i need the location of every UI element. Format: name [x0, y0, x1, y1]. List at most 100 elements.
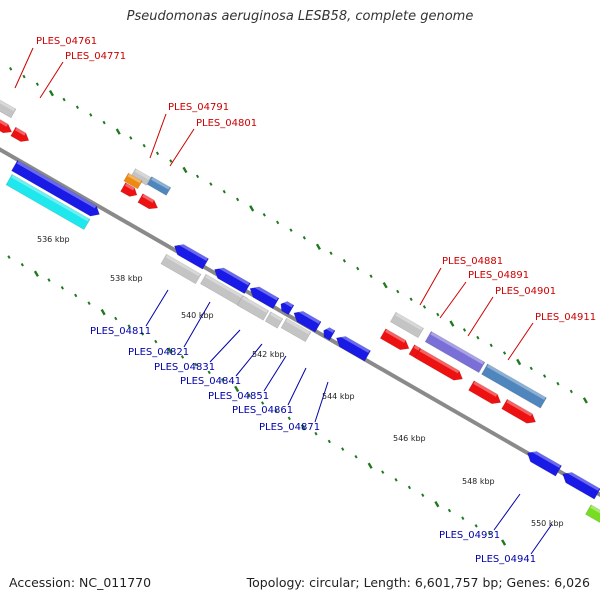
gene-feature-red[interactable]	[414, 347, 466, 383]
tick-mark	[234, 385, 240, 393]
gene-feature-steel[interactable]	[146, 176, 172, 196]
gene-label-forward[interactable]: PLES_04801	[196, 118, 257, 129]
gene-feature-blue[interactable]	[171, 241, 210, 270]
tick-mark	[381, 470, 385, 474]
scale-label: 540 kbp	[181, 311, 214, 320]
gene-label-forward[interactable]: PLES_04791	[168, 102, 229, 113]
label-leader-line	[467, 296, 494, 337]
gene-feature-blue[interactable]	[278, 299, 295, 316]
tick-mark	[356, 266, 360, 271]
tick-mark	[247, 393, 251, 398]
tick-mark	[155, 151, 160, 156]
tick-mark	[60, 285, 64, 290]
gene-labels: PLES_04761PLES_04771PLES_04791PLES_04801…	[36, 36, 596, 565]
tick-mark	[169, 159, 173, 163]
map-title: Pseudomonas aeruginosa LESB58, complete …	[126, 9, 474, 24]
gene-label-reverse[interactable]: PLES_04831	[154, 362, 215, 373]
tick-mark	[74, 293, 78, 298]
tick-mark	[369, 274, 373, 279]
tick-mark	[287, 416, 291, 421]
gene-label-forward[interactable]: PLES_04911	[535, 312, 596, 323]
tick-mark	[354, 454, 358, 459]
gene-feature-blue[interactable]	[321, 326, 336, 341]
gene-feature-red[interactable]	[501, 398, 539, 426]
gene-feature-blue[interactable]	[291, 308, 322, 333]
gene-label-reverse[interactable]: PLES_04931	[439, 530, 500, 541]
tick-mark	[33, 270, 39, 277]
gene-feature-gray[interactable]	[130, 168, 152, 186]
gene-label-reverse[interactable]: PLES_04941	[475, 554, 536, 565]
gene-feature-blue[interactable]	[524, 448, 563, 477]
gene-label-reverse[interactable]: PLES_04821	[128, 347, 189, 358]
gene-feature-gray[interactable]	[389, 311, 425, 339]
gene-feature-green[interactable]	[585, 504, 600, 524]
scale-label: 544 kbp	[322, 392, 355, 401]
tick-mark	[87, 301, 91, 305]
gene-feature-orange[interactable]	[123, 172, 143, 190]
tick-mark	[314, 431, 318, 436]
tick-marks	[7, 67, 588, 546]
label-leader-line	[209, 329, 241, 363]
gene-feature-gray[interactable]	[280, 317, 312, 343]
tick-mark	[115, 128, 121, 135]
tick-mark	[222, 189, 226, 194]
label-leader-line	[145, 289, 169, 327]
gene-feature-blue[interactable]	[247, 283, 280, 310]
tick-mark	[35, 82, 39, 86]
tick-mark	[556, 381, 560, 386]
label-leader-line	[183, 301, 211, 348]
gene-feature-gray[interactable]	[160, 253, 202, 285]
tick-mark	[129, 136, 133, 140]
gene-label-forward[interactable]: PLES_04881	[442, 256, 503, 267]
tick-mark	[569, 389, 573, 394]
tick-mark	[501, 539, 507, 546]
gene-feature-blue[interactable]	[11, 159, 103, 219]
gene-label-forward[interactable]: PLES_04761	[36, 36, 97, 47]
label-leader-line	[149, 113, 167, 159]
gene-feature-red[interactable]	[0, 117, 14, 137]
genome-stats-text: Topology: circular; Length: 6,601,757 bp…	[246, 575, 590, 590]
gene-features	[0, 97, 600, 524]
label-leader-line	[235, 343, 263, 377]
scale-label: 550 kbp	[531, 519, 564, 528]
gene-feature-gray[interactable]	[0, 97, 17, 119]
gene-feature-blue[interactable]	[560, 469, 600, 500]
gene-feature-purple[interactable]	[424, 330, 486, 374]
gene-label-reverse[interactable]: PLES_04811	[90, 326, 151, 337]
gene-feature-red[interactable]	[10, 126, 32, 145]
gene-label-reverse[interactable]: PLES_04871	[259, 422, 320, 433]
label-leader-line	[287, 367, 307, 406]
gene-feature-red[interactable]	[468, 380, 504, 407]
tick-mark	[260, 401, 265, 405]
tick-mark	[100, 308, 106, 316]
gene-label-reverse[interactable]: PLES_04841	[180, 376, 241, 387]
tick-mark	[409, 297, 413, 302]
label-leader-line	[419, 267, 442, 306]
tick-mark	[114, 316, 118, 321]
tick-mark	[382, 281, 388, 289]
gene-label-reverse[interactable]: PLES_04851	[208, 391, 269, 402]
gene-feature-blue[interactable]	[212, 264, 251, 295]
gene-feature-gray[interactable]	[264, 311, 284, 329]
gene-feature-red[interactable]	[137, 193, 160, 213]
tick-mark	[582, 397, 588, 404]
tick-mark	[20, 262, 24, 267]
gene-label-reverse[interactable]: PLES_04861	[232, 405, 293, 416]
gene-feature-gray[interactable]	[236, 295, 270, 321]
label-leader-line	[530, 523, 553, 555]
tick-mark	[289, 228, 293, 232]
gene-feature-steel[interactable]	[481, 363, 547, 409]
gene-feature-red[interactable]	[120, 182, 140, 200]
gene-feature-cyan[interactable]	[5, 173, 91, 231]
gene-label-forward[interactable]: PLES_04901	[495, 286, 556, 297]
gene-feature-red[interactable]	[379, 328, 411, 353]
gene-label-forward[interactable]: PLES_04771	[65, 51, 126, 62]
tick-mark	[9, 67, 13, 71]
label-leader-line	[439, 281, 467, 319]
tick-mark	[436, 312, 440, 317]
scale-label: 548 kbp	[462, 477, 495, 486]
gene-label-forward[interactable]: PLES_04891	[468, 270, 529, 281]
gene-feature-blue[interactable]	[333, 333, 372, 362]
tick-mark	[327, 439, 331, 444]
